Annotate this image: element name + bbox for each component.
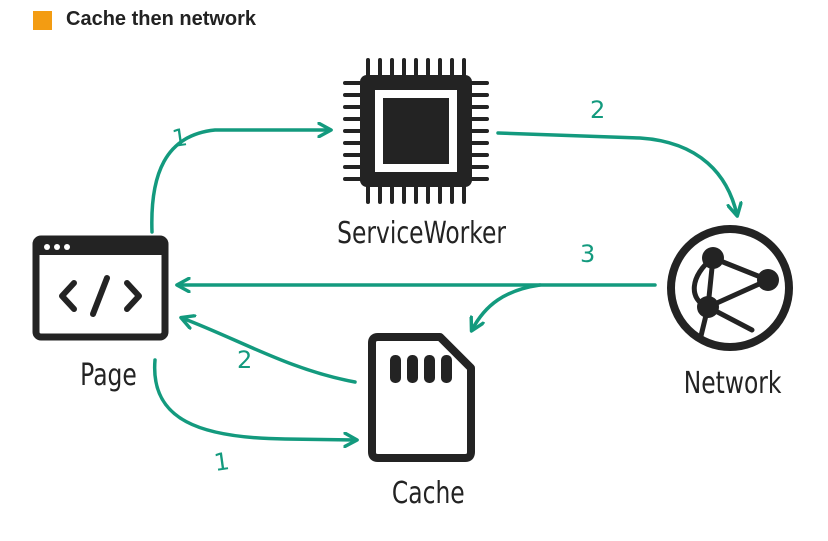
sd-card-icon (368, 333, 475, 462)
page-label: Page (80, 358, 137, 393)
network-label: Network (683, 366, 782, 401)
cache-label: Cache (391, 476, 465, 511)
service-worker-label: ServiceWorker (337, 216, 507, 251)
step-label-cache-to-page: 2 (237, 346, 253, 374)
arrow-page-to-service-worker (150, 130, 330, 234)
header-square-icon (33, 11, 52, 30)
code-window-icon (32, 235, 169, 341)
arrow-cache-to-page (182, 318, 357, 384)
arrow-service-worker-to-network (496, 131, 737, 215)
arrow-network-to-cache (472, 283, 542, 330)
diagram-title: Cache then network (66, 8, 257, 30)
chip-icon (343, 58, 489, 204)
arrow-page-to-cache (152, 358, 356, 440)
step-label-sw-to-network: 2 (590, 96, 606, 124)
globe-network-icon (667, 225, 793, 351)
step-label-network-to-page: 3 (580, 240, 596, 268)
